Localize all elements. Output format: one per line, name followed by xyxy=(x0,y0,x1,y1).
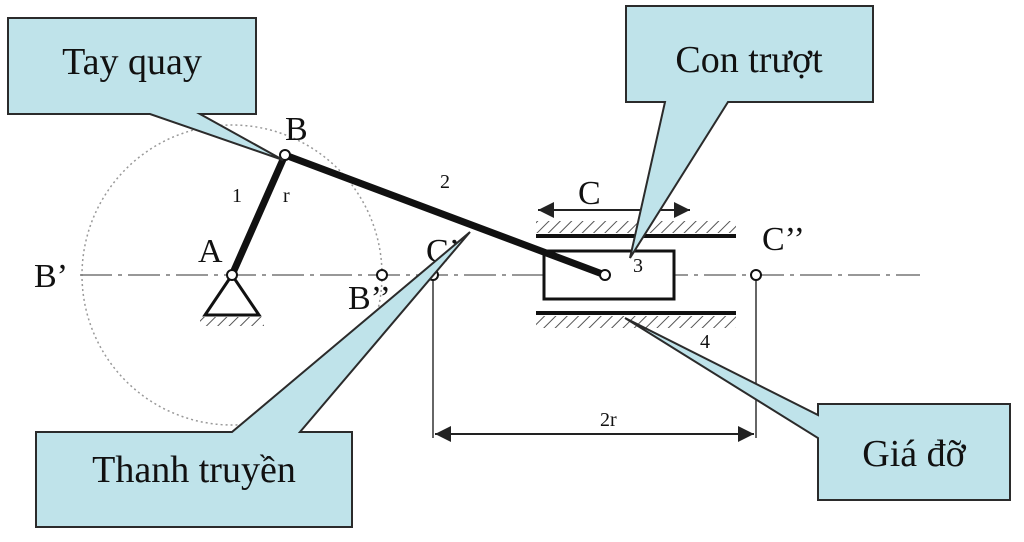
callout-slider: Con trượt xyxy=(625,5,874,259)
callout-crank-text: Tay quay xyxy=(62,41,202,83)
callout-slider-text: Con trượt xyxy=(675,39,823,81)
joint-A xyxy=(226,269,238,281)
stroke-dimension xyxy=(432,280,757,442)
label-A: A xyxy=(198,233,223,270)
connecting-rod xyxy=(281,151,609,279)
callout-rod: Thanh truyền xyxy=(35,231,471,528)
callout-frame-text: Giá đỡ xyxy=(862,433,966,475)
label-link-2: 2 xyxy=(440,171,450,193)
joint-B xyxy=(279,149,291,161)
callout-rod-text: Thanh truyền xyxy=(92,449,296,491)
crank-link xyxy=(228,151,289,279)
label-link-1: 1 xyxy=(232,185,242,207)
point-B-right xyxy=(376,269,388,281)
label-stroke-2r: 2r xyxy=(600,409,617,431)
label-link-3: 3 xyxy=(633,255,643,277)
label-B: B xyxy=(285,111,308,148)
callout-frame: Giá đỡ xyxy=(624,317,1011,501)
fixed-pivot-support xyxy=(200,272,264,326)
point-C-right xyxy=(750,269,762,281)
slider-guide-frame xyxy=(536,221,736,328)
label-C-right: C’’ xyxy=(762,221,805,258)
label-C: C xyxy=(578,175,601,212)
label-B-left: B’ xyxy=(34,258,68,295)
callout-crank: Tay quay xyxy=(7,17,284,161)
label-radius: r xyxy=(283,185,290,207)
joint-C xyxy=(599,269,611,281)
label-link-4: 4 xyxy=(700,331,710,353)
